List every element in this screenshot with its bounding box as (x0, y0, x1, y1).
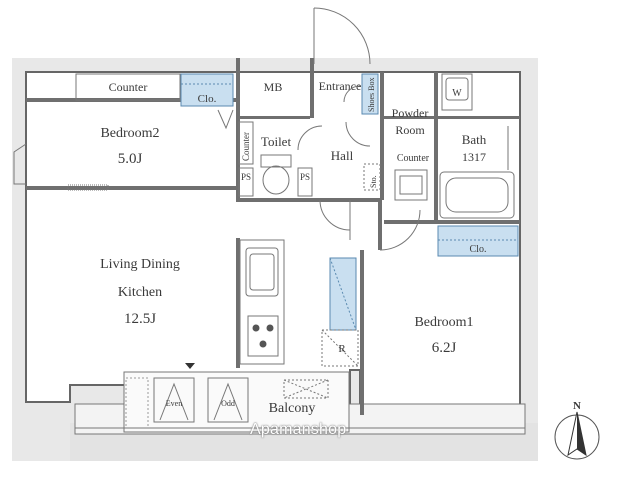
ps-left (238, 167, 254, 197)
compass: N (554, 400, 600, 460)
ldk-size: 12.5J (124, 311, 156, 327)
shoes-box (361, 73, 379, 115)
toilet-tank (260, 154, 292, 168)
wall (384, 220, 520, 224)
bedroom1-size: 6.2J (432, 340, 457, 356)
hall-door-lower (319, 199, 351, 231)
vent-marker (185, 363, 195, 369)
counter-vertical-label: Counter (241, 132, 251, 161)
wall (236, 58, 240, 202)
counter-vertical (238, 121, 254, 165)
balcony-hatch (283, 379, 329, 399)
bedroom2-name: Bedroom2 (100, 126, 159, 141)
entrance-step (343, 85, 361, 103)
counter-powder-label: Counter (397, 153, 430, 164)
ldk-line2: Kitchen (118, 285, 162, 300)
wall (240, 116, 310, 119)
wall (384, 116, 520, 119)
closet-bedroom1-label: Clo. (470, 244, 487, 255)
kitchen-counter (239, 239, 285, 365)
bedroom2-size: 5.0J (118, 151, 143, 167)
washer (441, 73, 473, 111)
watermark: Apamanshop (250, 421, 347, 438)
bathtub (439, 171, 515, 219)
wall (26, 186, 236, 190)
counter-top-label: Counter (109, 80, 148, 94)
wall (378, 200, 382, 250)
hall-label: Hall (331, 148, 354, 163)
ldk-line1: Living Dining (100, 257, 180, 272)
wall (434, 72, 438, 222)
closet-bedroom1 (437, 225, 519, 257)
storage-label: Sto. (369, 175, 378, 188)
toilet-label: Toilet (261, 134, 292, 149)
compass-north-label: N (573, 400, 581, 412)
fridge-label: R (338, 343, 346, 355)
powder-sink (394, 169, 428, 201)
svg-text:PS: PS (241, 172, 251, 182)
closet-door (217, 109, 234, 130)
closet-bedroom2 (180, 73, 234, 107)
outdoor-unit-even (153, 377, 195, 423)
balcony-label: Balcony (269, 401, 316, 416)
outdoor-unit-odd (207, 377, 249, 423)
washer-label: W (452, 88, 462, 99)
wall (240, 198, 380, 202)
ps-right (297, 167, 313, 197)
bath-line1: Bath (462, 132, 487, 147)
shoes-box-label: Shoes Box (367, 78, 376, 112)
powder-room-line2: Room (395, 123, 425, 137)
hall-door (345, 121, 371, 147)
mb-label: MB (264, 80, 283, 94)
toilet-bowl (262, 165, 290, 195)
wall (360, 250, 364, 415)
powder-room-line1: Powder (392, 106, 429, 120)
bath-line2: 1317 (462, 150, 486, 164)
storage (363, 163, 381, 191)
fridge (321, 329, 359, 367)
outdoor-unit-odd-label: Odd (221, 399, 235, 408)
outdoor-unit-even-label: Even (166, 399, 182, 408)
stove (247, 315, 279, 357)
kitchen-sink (245, 247, 279, 297)
entrance-label: Entrance (319, 79, 362, 93)
wall (310, 58, 314, 118)
counter-top (75, 73, 181, 101)
ps-right-label: PS (300, 172, 310, 182)
closet-bedroom2-label: Clo. (198, 93, 217, 105)
window-left (13, 143, 27, 185)
entrance-door (313, 7, 371, 65)
wall (380, 72, 384, 200)
bedroom1-door (379, 209, 421, 251)
bedroom1-name: Bedroom1 (414, 315, 473, 330)
ps-left-label: PS (241, 172, 251, 182)
wall (236, 238, 240, 368)
toilet-door (297, 125, 323, 151)
